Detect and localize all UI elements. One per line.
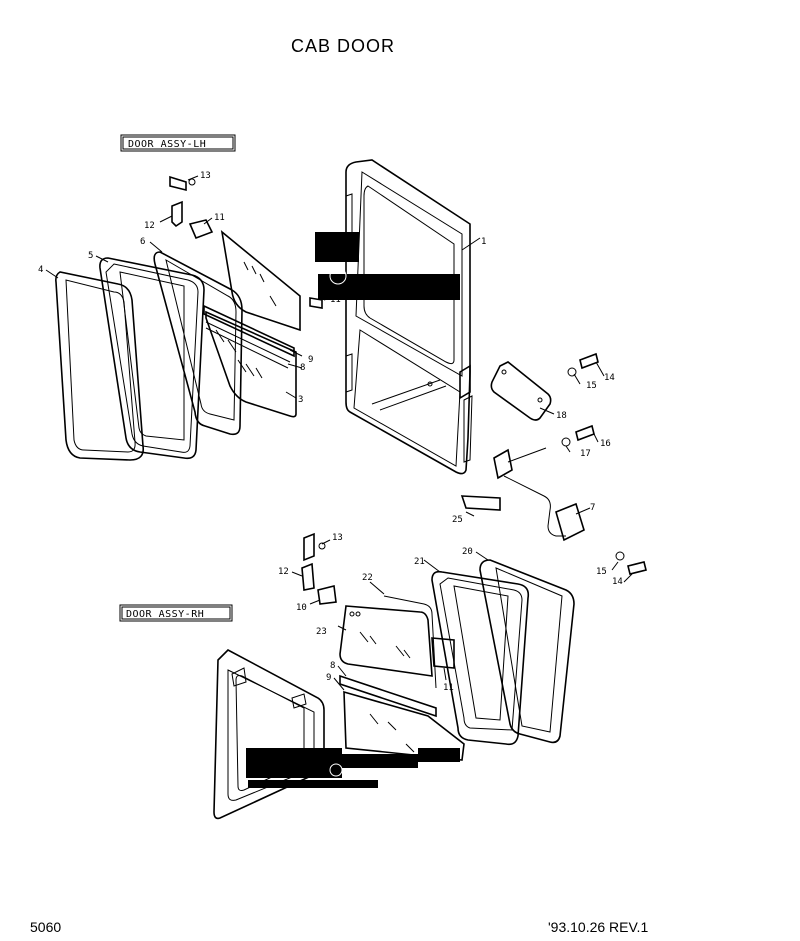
callout-lh-8: 8	[300, 363, 305, 373]
callout-lh-4: 4	[38, 265, 43, 275]
page-number: 5060	[30, 919, 62, 935]
callout-lh-18: 18	[556, 411, 567, 421]
rh-door-panel	[213, 649, 460, 820]
page-title: CAB DOOR	[291, 36, 396, 56]
callout-lh-1: 1	[481, 237, 486, 247]
callout-lh-7: 7	[590, 503, 595, 513]
rh-frame-21	[431, 570, 530, 746]
lh-assembly-text: DOOR ASSY-LH	[128, 139, 206, 150]
rh-assembly-label: DOOR ASSY-RH	[119, 604, 233, 622]
callout-lh-25: 25	[452, 515, 463, 525]
callout-rh-8: 8	[330, 661, 335, 671]
callout-rh-11: 11	[443, 683, 454, 693]
lh-small-parts	[169, 175, 323, 309]
rh-assembly-text: DOOR ASSY-RH	[126, 609, 204, 620]
callout-rh-10: 10	[296, 603, 307, 613]
callout-lh-16: 16	[600, 439, 611, 449]
lh-frame-6	[153, 251, 243, 436]
callout-lh-13: 13	[200, 171, 211, 181]
callout-lh-12: 12	[144, 221, 155, 231]
callout-rh-12: 12	[278, 567, 289, 577]
lh-assembly-label: DOOR ASSY-LH	[120, 134, 236, 152]
callout-lh-14: 14	[604, 373, 615, 383]
callout-rh-9: 9	[326, 673, 331, 683]
callout-lh-15: 15	[586, 381, 597, 391]
lh-door-panel-1	[315, 159, 473, 475]
callout-rh-23: 23	[316, 627, 327, 637]
callout-lh-5: 5	[88, 251, 93, 261]
callout-numbers: 1 3 4 5 6 7 8 9 11 11 12 13 14 15 16 17 …	[38, 171, 623, 693]
callout-rh-20: 20	[462, 547, 473, 557]
lh-plate-18	[490, 352, 599, 447]
callout-lh-6: 6	[140, 237, 145, 247]
callout-lh-17: 17	[580, 449, 591, 459]
rh-lower-glass	[339, 674, 465, 761]
lh-frame-5	[99, 257, 205, 460]
lh-bracket-rod-7	[460, 447, 647, 575]
rh-glass-23	[339, 595, 437, 689]
rh-small-parts	[301, 532, 455, 669]
rh-seal-20	[479, 559, 575, 744]
callout-lh-11a: 11	[214, 213, 225, 223]
lh-glass-3	[203, 230, 301, 418]
callout-rh-15: 15	[596, 567, 607, 577]
callout-rh-21: 21	[414, 557, 425, 567]
lh-seal-4	[55, 271, 145, 461]
callout-lh-9: 9	[308, 355, 313, 365]
revision-date: '93.10.26 REV.1	[548, 919, 649, 935]
leader-lines	[45, 175, 633, 691]
callout-lh-3: 3	[298, 395, 303, 405]
callout-rh-13: 13	[332, 533, 343, 543]
callout-lh-11b: 11	[330, 295, 341, 305]
callout-rh-22: 22	[362, 573, 373, 583]
callout-rh-14: 14	[612, 577, 623, 587]
